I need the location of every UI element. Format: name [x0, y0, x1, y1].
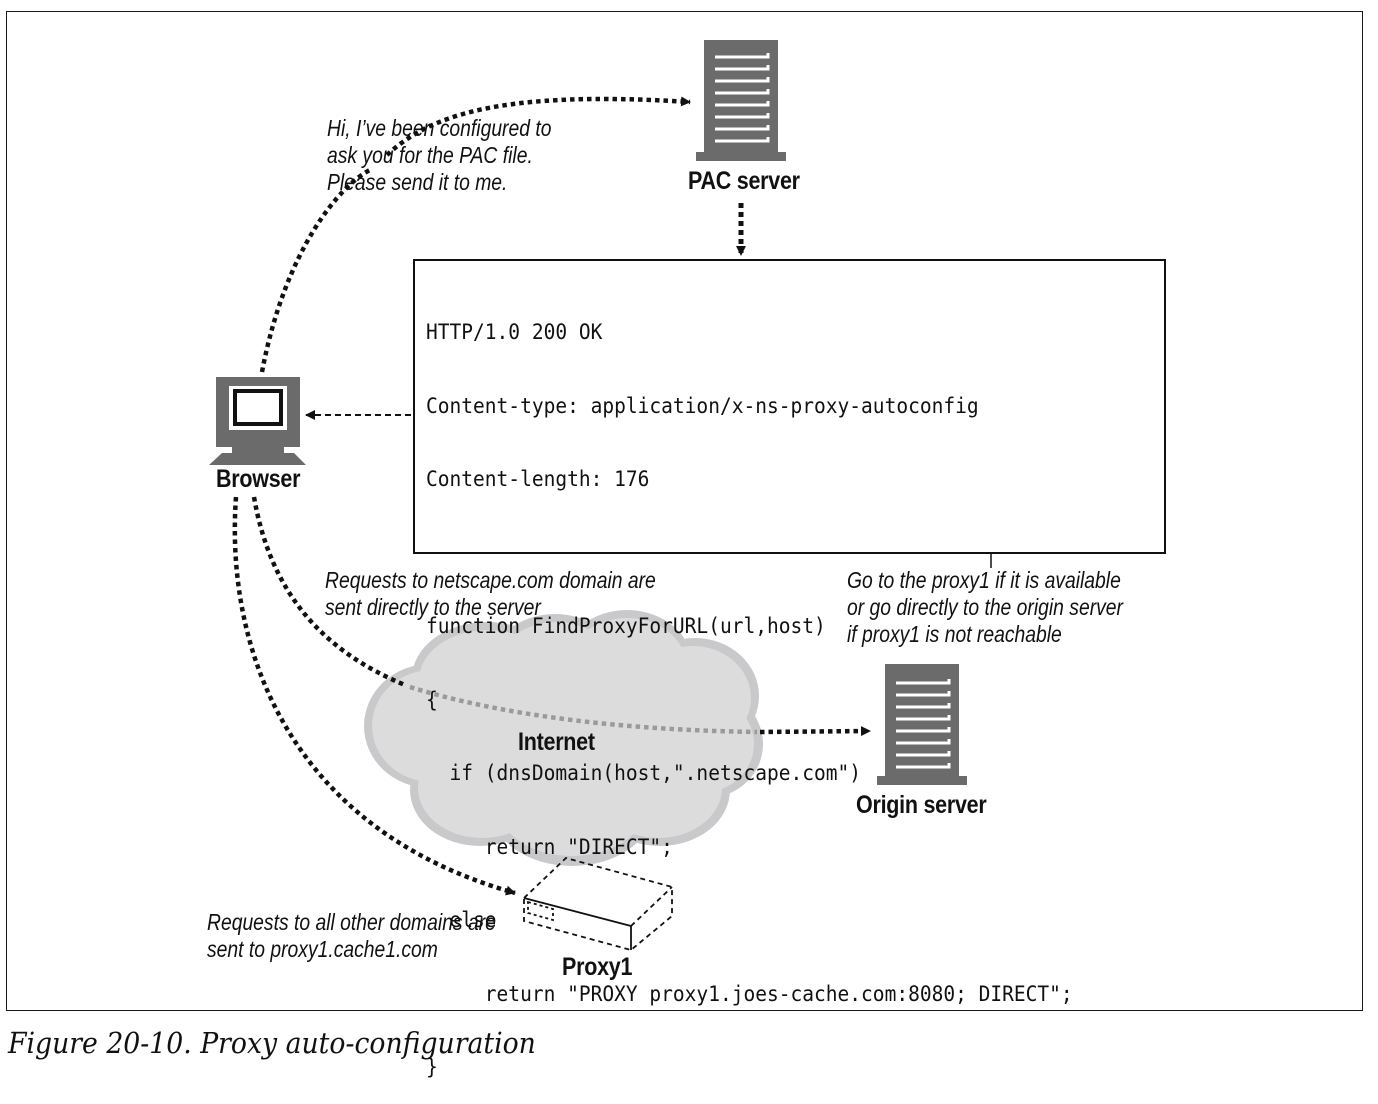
code-line: return "DIRECT";	[426, 834, 673, 859]
computer-icon	[209, 377, 306, 465]
netscape-direct-note: Requests to netscape.com domain are sent…	[325, 567, 656, 621]
direct-path-arrow-end	[759, 726, 871, 737]
code-line: return "PROXY proxy1.joes-cache.com:8080…	[426, 981, 1073, 1006]
code-line: function FindProxyForURL(url,host)	[426, 614, 826, 638]
note-line: ask you for the PAC file.	[327, 142, 533, 168]
code-line: else	[426, 908, 497, 932]
diagram-canvas	[209, 40, 996, 951]
code-line: }	[426, 1055, 438, 1079]
other-domains-note: Requests to all other domains are sent t…	[207, 909, 496, 963]
pac-request-note: Hi, I’ve been configured to ask you for …	[327, 115, 551, 196]
note-line: sent directly to the server	[325, 594, 541, 620]
note-line: Hi, I’ve been configured to	[327, 115, 552, 141]
cloud-icon	[364, 610, 763, 866]
code-line: Content-length: 176	[426, 467, 650, 491]
code-line	[426, 541, 1073, 566]
figure-caption: Figure 20-10. Proxy auto-configuration	[8, 1026, 536, 1060]
note-line: if proxy1 is not reachable	[847, 621, 1062, 647]
pac-request-arrow	[259, 99, 690, 373]
pac-file-content: HTTP/1.0 200 OK Content-type: applicatio…	[426, 271, 1073, 1104]
server-icon	[696, 40, 786, 161]
direct-path-arrow-inner	[409, 684, 758, 735]
internet-label: Internet	[518, 728, 595, 756]
server-icon	[877, 664, 967, 785]
proxy-fallback-note: Go to the proxy1 if it is available or g…	[847, 567, 1123, 648]
code-line: if (dnsDomain(host,".netscape.com")	[426, 761, 862, 785]
pac-server-label: PAC server	[688, 167, 800, 195]
proxy-box-icon	[523, 856, 673, 951]
proxy1-label: Proxy1	[562, 953, 633, 981]
direct-path-arrow-outer	[251, 496, 406, 688]
pac-response-box	[413, 259, 1166, 554]
code-line: Content-type: application/x-ns-proxy-aut…	[426, 393, 979, 418]
note-line: or go directly to the origin server	[847, 594, 1123, 620]
figure-frame	[6, 11, 1363, 1011]
note-line: Requests to all other domains are	[207, 909, 496, 935]
origin-server-label: Origin server	[856, 791, 987, 819]
proxy-path-arrow	[232, 496, 516, 896]
browser-label: Browser	[216, 465, 301, 493]
note-line: Requests to netscape.com domain are	[325, 567, 656, 593]
code-line: HTTP/1.0 200 OK	[426, 320, 603, 344]
note-line: Go to the proxy1 if it is available	[847, 567, 1121, 593]
code-line: {	[426, 687, 438, 712]
note-line: Please send it to me.	[327, 169, 508, 195]
note-line: sent to proxy1.cache1.com	[207, 936, 438, 962]
